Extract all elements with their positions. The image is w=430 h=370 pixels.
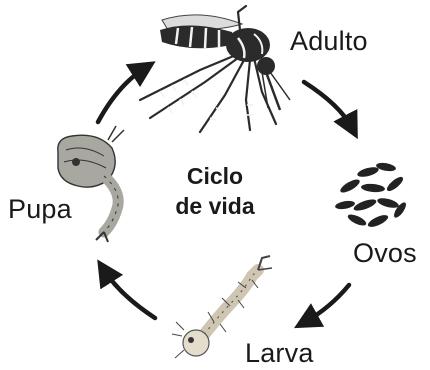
eggs-icon [335, 162, 406, 227]
arrow-adult-to-eggs [301, 79, 358, 140]
stage-label-pupa: Pupa [8, 194, 72, 224]
cycle-title-line-1: Ciclo [186, 163, 244, 189]
cycle-title: Ciclo de vida [165, 162, 265, 222]
arrow-pupa-to-adult [95, 61, 156, 125]
arrow-larva-to-pupa [97, 259, 158, 321]
arrow-eggs-to-larva [294, 282, 352, 329]
stage-label-adulto: Adulto [290, 26, 368, 56]
adult-mosquito-icon [138, 4, 291, 134]
cycle-title-line-2: de vida [175, 192, 255, 219]
stage-label-ovos: Ovos [353, 238, 417, 268]
larva-icon [171, 255, 273, 359]
stage-label-larva: Larva [245, 338, 314, 368]
pupa-icon [57, 125, 125, 243]
